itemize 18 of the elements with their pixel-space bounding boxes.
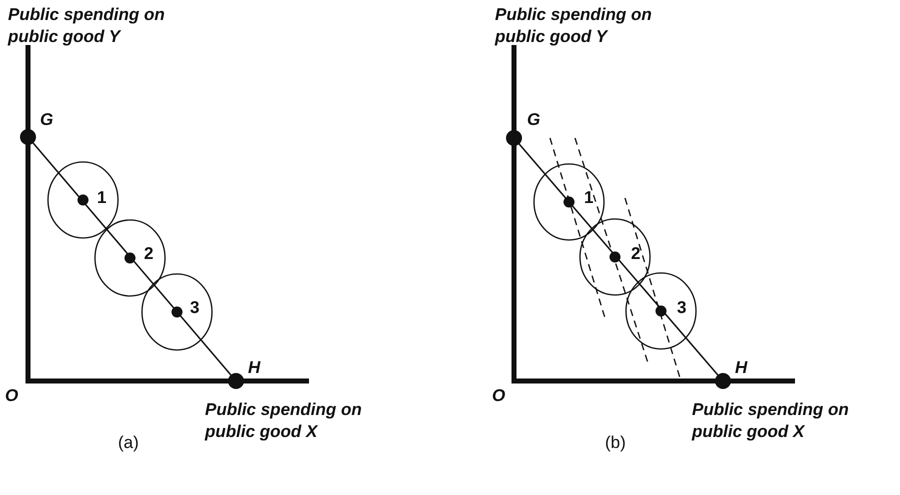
- point-number: 1: [584, 187, 594, 209]
- point-number: 2: [144, 243, 154, 265]
- origin-label: O: [492, 385, 506, 407]
- axis-label: Public spending on public good Y: [495, 4, 653, 48]
- point-number: 1: [97, 187, 106, 209]
- point-label: G: [40, 109, 54, 131]
- point-label: H: [735, 357, 748, 379]
- point-number: 2: [631, 243, 640, 265]
- point-number: 3: [190, 297, 200, 319]
- panel-caption: (a): [118, 432, 139, 454]
- axis-label: Public spending on public good X: [692, 399, 850, 443]
- point-label: H: [248, 357, 260, 379]
- point-number: 3: [677, 297, 686, 319]
- point-label: G: [527, 109, 540, 131]
- axis-label: Public spending on public good X: [205, 399, 363, 443]
- panel-caption: (b): [605, 432, 626, 454]
- axis-label: Public spending on public good Y: [8, 4, 166, 48]
- origin-label: O: [5, 385, 18, 407]
